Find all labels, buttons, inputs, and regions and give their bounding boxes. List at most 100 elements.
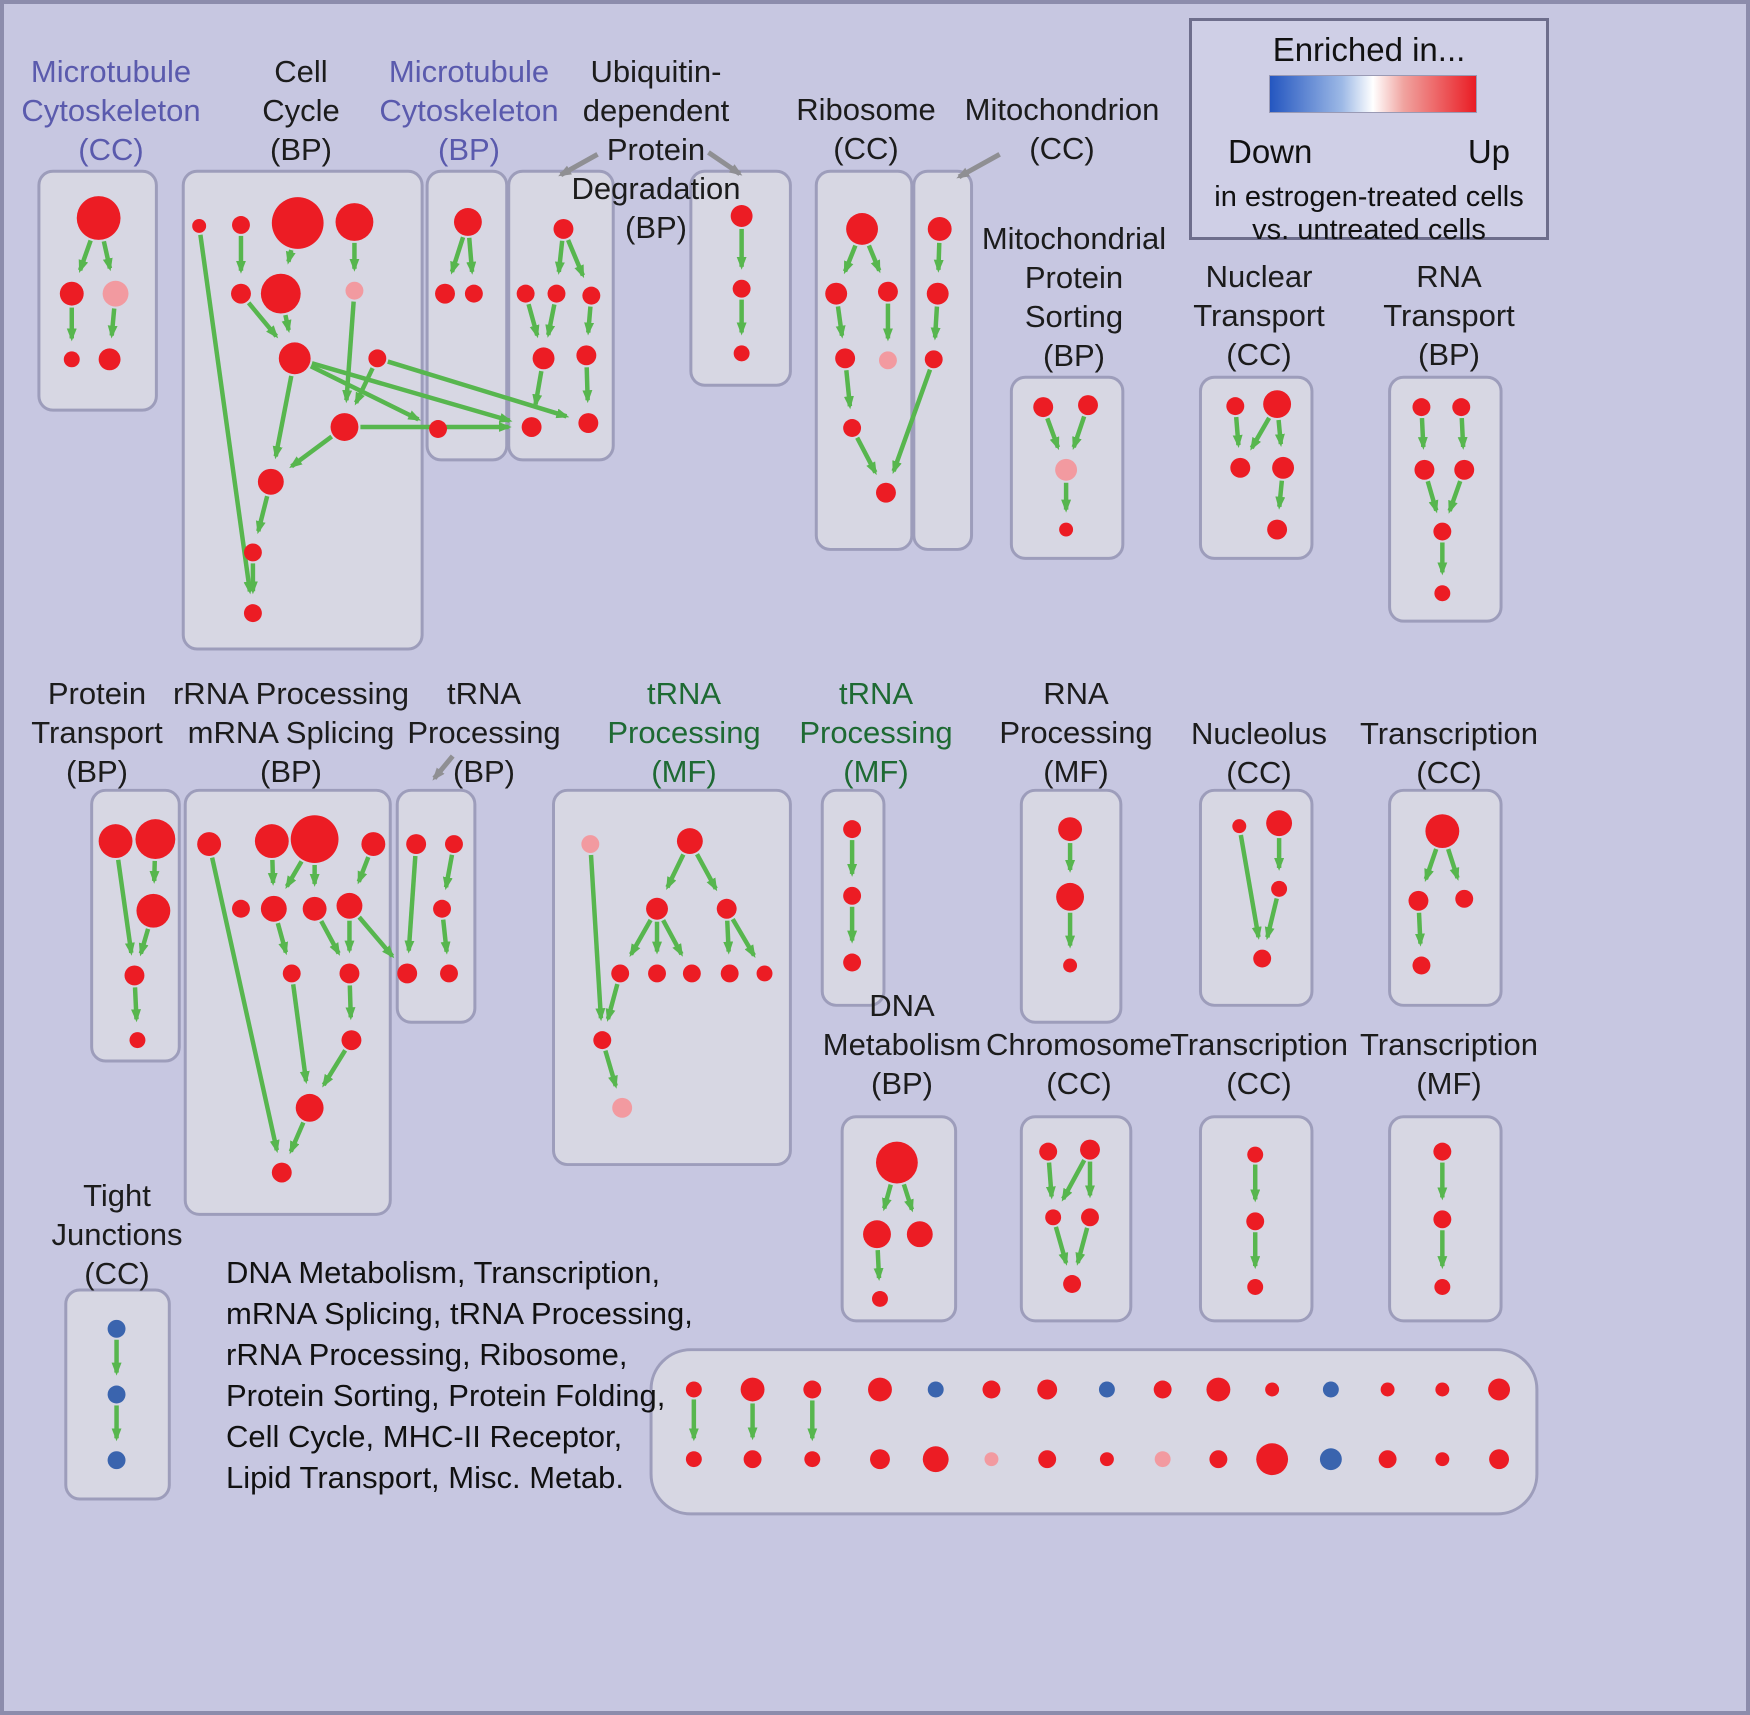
trna-processing-bp-node-2	[433, 899, 451, 918]
trna-processing-mf-edge	[629, 918, 653, 958]
microtubule-cytoskeleton-cc-edge	[107, 308, 118, 339]
mixed-functions-node-8	[1153, 1380, 1172, 1399]
microtubule-cytoskeleton-bp-label: Microtubule Cytoskeleton (BP)	[379, 54, 559, 167]
mixed-functions-node-20	[984, 1452, 999, 1467]
rna-transport-bp-edge	[1457, 417, 1468, 450]
trna-processing-bp-edge	[404, 855, 418, 954]
ubiquitin-degradation-bp-edge	[526, 303, 540, 339]
cell-cycle-bp-edge	[354, 367, 375, 406]
cell-cycle-bp-node-7	[278, 342, 311, 375]
ubiquitin-degradation-bp-edge	[545, 303, 557, 338]
rna-processing-mf-node-0	[1058, 817, 1083, 842]
transcription-mf-label: Transcription (MF)	[1359, 1027, 1539, 1101]
ribosome-cc-node-2	[877, 281, 898, 302]
ribosome-cc-label: Ribosome (CC)	[796, 92, 936, 166]
ribosome-cc-edge	[835, 306, 846, 339]
nucleolus-cc-label: Nucleolus (CC)	[1190, 716, 1328, 790]
mixed-functions-node-16	[743, 1450, 762, 1469]
cell-cycle-bp-node-11	[243, 543, 262, 562]
chromosome-cc-node-4	[1063, 1275, 1082, 1293]
ubiquitin-degradation-bp-edge	[532, 370, 544, 408]
protein-transport-bp-label: Protein Transport (BP)	[31, 676, 163, 789]
ubiquitin-degradation-bp-node-7	[578, 413, 599, 433]
rrna-processing-mrna-splicing-bp-node-2	[290, 815, 339, 863]
rrna-processing-mrna-splicing-bp-edge	[275, 922, 289, 956]
mixed-functions-node-3	[868, 1377, 892, 1402]
microtubule-cytoskeleton-cc-node-4	[98, 348, 121, 371]
footnote-text: DNA Metabolism, Transcription, mRNA Spli…	[226, 1255, 693, 1495]
rrna-processing-mrna-splicing-bp-node-12	[271, 1162, 292, 1183]
mixed-functions-node-13	[1435, 1382, 1450, 1397]
nuclear-transport-cc-box	[1198, 375, 1314, 560]
ribosome-cc-node-3	[835, 348, 856, 369]
nuclear-transport-cc-edge	[1275, 480, 1286, 510]
node-layer	[59, 196, 1511, 1476]
trna-processing-bp-node-0	[406, 834, 427, 855]
ubiquitin-degradation-bp-2-node-0	[730, 205, 753, 227]
trna-processing-mf-node-9	[593, 1031, 612, 1050]
mitochondrion-cc-node-2	[924, 350, 943, 369]
rna-transport-bp-node-2	[1414, 459, 1435, 480]
transcription-cc-edge	[1446, 848, 1460, 881]
chromosome-cc-node-3	[1081, 1208, 1099, 1227]
cell-cycle-bp-edge	[255, 495, 270, 535]
protein-transport-bp-edge	[115, 859, 135, 956]
legend-subtitle-line2: vs. untreated cells	[1252, 214, 1486, 246]
rna-transport-bp-node-5	[1434, 585, 1451, 602]
rrna-processing-mrna-splicing-bp-edge	[356, 856, 371, 885]
nuclear-transport-cc-node-0	[1226, 397, 1245, 416]
trna-processing-mf-node-5	[648, 964, 666, 983]
trna-processing-mf-node-3	[716, 898, 737, 919]
nucleolus-cc-box	[1198, 788, 1314, 1007]
mixed-functions-node-18	[870, 1449, 890, 1470]
rna-transport-bp-node-3	[1454, 459, 1475, 480]
mitochondrial-protein-sorting-bp-node-0	[1033, 397, 1054, 418]
ubiquitin-degradation-bp-node-6	[521, 417, 542, 437]
nuclear-transport-cc-edge	[1232, 416, 1243, 448]
mitochondrion-cc-node-1	[926, 282, 949, 305]
cross-edge	[387, 359, 570, 419]
trna-processing-mf-edge	[605, 983, 620, 1022]
mixed-functions-node-4	[927, 1381, 944, 1398]
transcription-cc-2-node-2	[1247, 1279, 1264, 1295]
mixed-functions-node-23	[1154, 1451, 1171, 1468]
rrna-processing-mrna-splicing-bp-node-3	[361, 832, 386, 857]
rrna-processing-mrna-splicing-bp-edge	[267, 859, 278, 886]
cell-cycle-bp-node-9	[330, 413, 359, 441]
rrna-processing-mrna-splicing-bp-node-10	[341, 1030, 362, 1051]
cell-cycle-bp-node-3	[335, 203, 374, 241]
rna-transport-bp-node-4	[1433, 522, 1452, 541]
mixed-functions-node-12	[1380, 1382, 1395, 1397]
cell-cycle-bp-edge	[246, 301, 279, 339]
mixed-functions-node-29	[1489, 1449, 1510, 1470]
nucleolus-cc-node-0	[1232, 819, 1247, 834]
label-pointer-arrow	[558, 152, 599, 178]
trna-processing-mf-node-6	[682, 964, 701, 983]
mixed-functions-node-10	[1265, 1382, 1280, 1397]
legend: Enriched in... Down Up in estrogen-treat…	[1189, 18, 1549, 246]
protein-transport-bp-node-3	[124, 965, 145, 986]
mitochondrion-cc-edge	[933, 242, 944, 273]
ubiquitin-degradation-bp-node-3	[582, 286, 601, 305]
trna-processing-bp-edge	[440, 919, 451, 955]
mitochondrial-protein-sorting-bp-node-2	[1055, 458, 1078, 481]
dna-metabolism-bp-node-1	[863, 1220, 891, 1249]
transcription-cc-2-node-1	[1246, 1212, 1265, 1231]
microtubule-cytoskeleton-bp-edge	[449, 236, 466, 275]
dna-metabolism-bp-box	[840, 1115, 958, 1323]
cell-cycle-bp-node-0	[192, 218, 207, 233]
rrna-processing-mrna-splicing-bp-node-4	[232, 899, 250, 918]
tight-junctions-cc-node-2	[107, 1451, 126, 1470]
protein-transport-bp-node-2	[136, 893, 171, 928]
transcription-mf-node-2	[1434, 1279, 1451, 1295]
microtubule-cytoskeleton-bp-node-1	[435, 283, 455, 304]
ribosome-cc-edge	[843, 370, 854, 410]
trna-processing-mf-2-node-2	[843, 953, 862, 972]
cell-cycle-bp-node-10	[257, 468, 284, 495]
mixed-functions-node-25	[1256, 1443, 1289, 1476]
mixed-functions-node-6	[1037, 1379, 1058, 1400]
cell-cycle-bp-label: Cell Cycle (BP)	[262, 54, 340, 167]
transcription-cc-node-2	[1455, 889, 1474, 908]
trna-processing-mf-2-node-0	[843, 820, 862, 839]
